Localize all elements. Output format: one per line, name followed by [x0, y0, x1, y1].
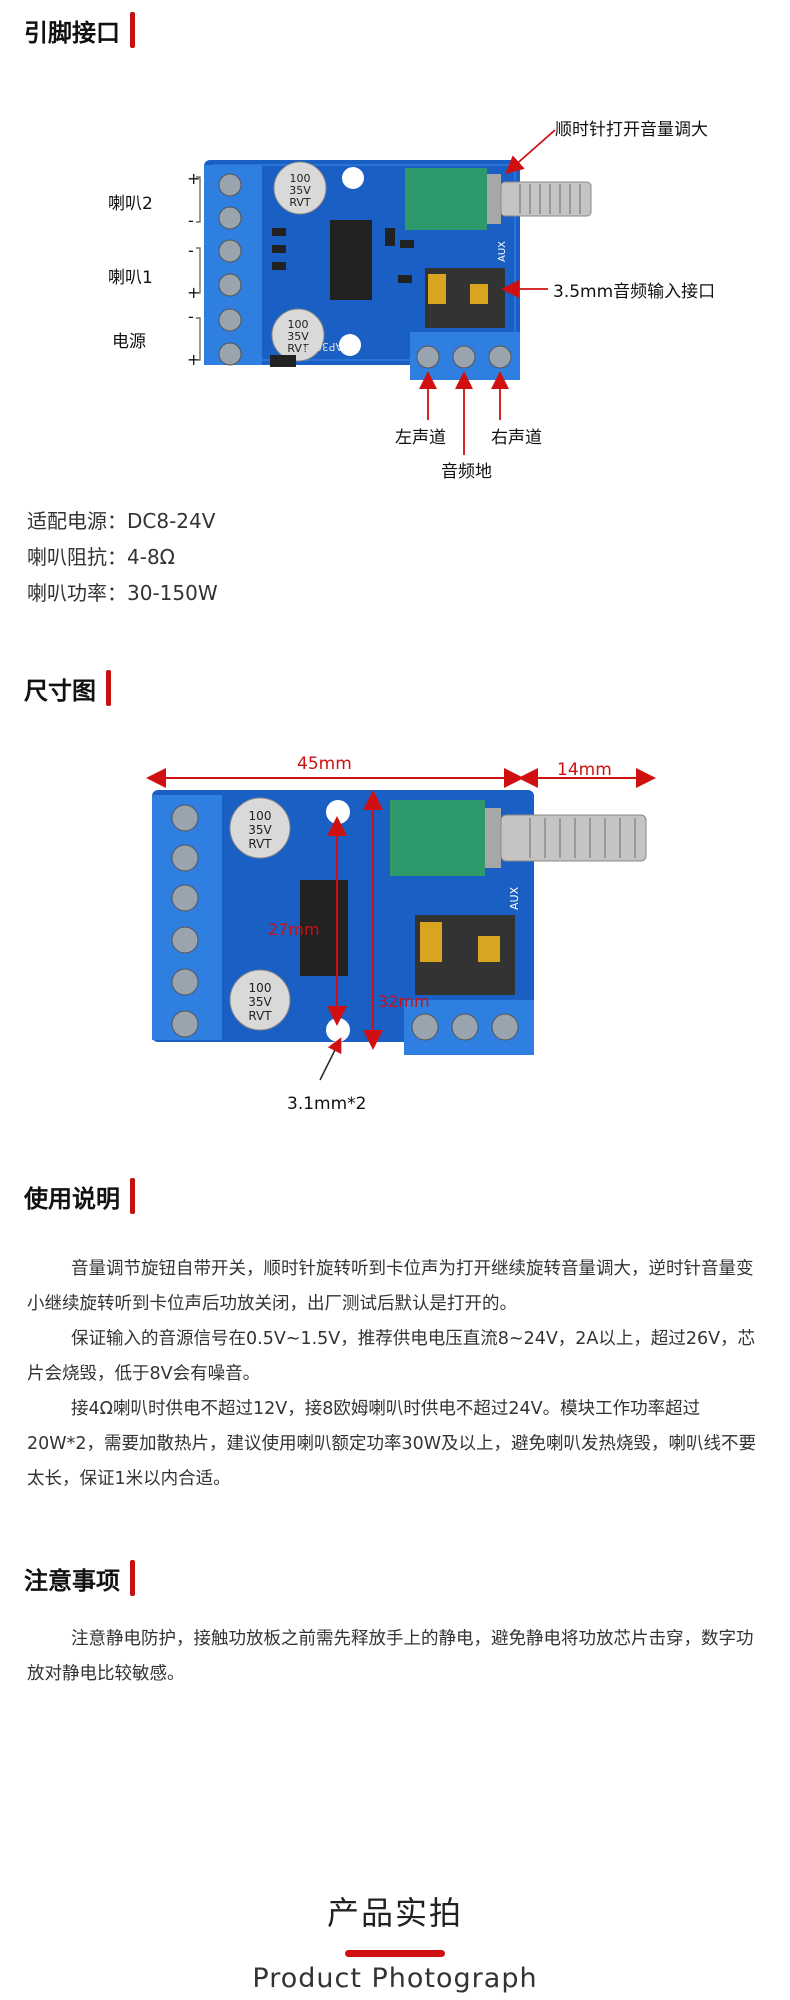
label-left-channel: 左声道: [395, 428, 446, 448]
svg-text:35V: 35V: [248, 995, 272, 1009]
svg-text:100: 100: [249, 981, 272, 995]
section-title-notes: 注意事项: [24, 1560, 135, 1596]
speaker-terminal-block: [204, 165, 262, 365]
label-knob: 顺时针打开音量调大: [555, 120, 708, 140]
aux-label: AUX: [497, 241, 508, 262]
svg-text:RVT: RVT: [248, 1009, 272, 1023]
notes-paragraph-1: 注意静电防护，接触功放板之前需先释放手上的静电，避免静电将功放芯片击穿，数字功放…: [27, 1629, 754, 1684]
knob-arrow: [505, 129, 556, 174]
svg-text:RVT: RVT: [248, 837, 272, 851]
title-accent-bar: [130, 12, 135, 48]
capacitor-bottom: 100 35V RVT: [271, 308, 325, 362]
mounting-hole: [342, 167, 364, 189]
volume-potentiometer: [405, 168, 487, 230]
label-speaker1: 喇叭1: [108, 268, 153, 288]
spec-wattage: 喇叭功率：30-150W: [27, 581, 218, 605]
hole-leader-line: [319, 1037, 342, 1081]
svg-text:100: 100: [249, 809, 272, 823]
label-power: 电源: [112, 332, 146, 352]
amplifier-chip: [330, 220, 372, 300]
cap-text-2: 35V: [289, 184, 311, 197]
svg-text:35V: 35V: [248, 823, 272, 837]
label-speaker2: 喇叭2: [108, 194, 153, 214]
dim-height1-label: 27mm: [268, 920, 320, 939]
svg-text:-: -: [188, 307, 194, 326]
svg-text:-: -: [188, 211, 194, 230]
dim-hole-label: 3.1mm*2: [287, 1094, 367, 1114]
product-photo-title-cn: 产品实拍: [326, 1894, 463, 1932]
capacitor-top: 100 35V RVT: [273, 161, 327, 215]
section-title-pinout: 引脚接口: [24, 12, 135, 48]
dim-width-label: 45mm: [297, 754, 352, 774]
label-audio-in: 3.5mm音频输入接口: [553, 282, 716, 302]
svg-text:+: +: [187, 283, 200, 302]
product-photo-underline: [345, 1950, 445, 1957]
product-photo-title-en: Product Photograph: [252, 1963, 538, 1994]
dimension-diagram: 100 35V RVT 100 35V RVT AUX: [146, 768, 656, 1081]
usage-paragraph-3: 接4Ω喇叭时供电不超过12V，接8欧姆喇叭时供电不超过24V。模块工作功率超过2…: [27, 1399, 757, 1489]
terminal-screws: [218, 173, 242, 366]
label-right-channel: 右声道: [491, 428, 542, 448]
svg-text:+: +: [187, 169, 200, 188]
small-chip: [270, 355, 296, 367]
svg-text:-: -: [188, 241, 194, 260]
cap-text-3: RVT: [289, 196, 311, 209]
svg-text:RVT: RVT: [287, 342, 309, 355]
section-title-usage: 使用说明: [24, 1178, 135, 1214]
spec-power: 适配电源：DC8-24V: [27, 509, 216, 533]
pinout-diagram: 100 35V RVT 100 35V RVT DY-AP3015 AUX +: [187, 129, 592, 455]
dim-height2-label: 32mm: [378, 992, 430, 1011]
cap-text-1: 100: [290, 172, 311, 185]
section-title-dimensions: 尺寸图: [24, 670, 111, 706]
spec-impedance: 喇叭阻抗：4-8Ω: [27, 545, 175, 569]
polarity-markers: + - - + - +: [187, 169, 200, 369]
svg-text:+: +: [187, 350, 200, 369]
usage-paragraph-2: 保证输入的音源信号在0.5V~1.5V，推荐供电电压直流8~24V，2A以上，超…: [27, 1329, 756, 1384]
svg-text:35V: 35V: [287, 330, 309, 343]
usage-paragraph-1: 音量调节旋钮自带开关，顺时针旋转听到卡位声为打开继续旋转音量调大，逆时针音量变小…: [27, 1259, 754, 1314]
dim-shaft-label: 14mm: [557, 760, 612, 780]
label-audio-ground: 音频地: [441, 462, 492, 482]
svg-text:AUX: AUX: [508, 886, 521, 910]
svg-text:100: 100: [288, 318, 309, 331]
volume-knob-shaft: [500, 181, 592, 217]
